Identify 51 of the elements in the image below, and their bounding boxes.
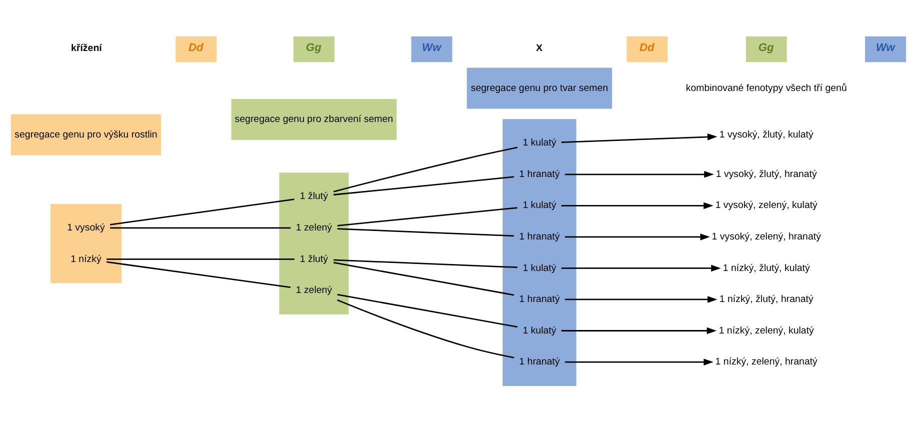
arrow <box>564 358 714 366</box>
node-text: 1 nízký, žlutý, kulatý <box>722 262 810 274</box>
node-box: segregace genu pro zbarvení semen <box>231 98 397 140</box>
node-text: 1 kulatý <box>522 262 556 274</box>
node-text: 1 vysoký, zelený, kulatý <box>715 200 818 212</box>
arrow <box>564 296 718 303</box>
node-text: 1 žlutý <box>300 191 328 202</box>
node-text: 1 vysoký, zelený, hranatý <box>712 232 821 243</box>
arrow <box>561 264 721 272</box>
arrow <box>561 134 718 144</box>
node-text: 1 hranatý <box>519 168 560 180</box>
node-text: 1 kulatý <box>522 325 556 336</box>
label: X <box>536 43 542 54</box>
node-text: 1 kulatý <box>522 138 556 149</box>
node-text: 1 hranatý <box>519 294 560 306</box>
node-box: Dd <box>626 36 668 62</box>
node-text: 1 nízký, žlutý, hranatý <box>719 294 814 306</box>
node-text: 1 vysoký, žlutý, kulatý <box>719 129 814 140</box>
connector <box>337 228 514 237</box>
node-text: 1 hranatý <box>519 356 560 368</box>
node-box: Ww <box>865 36 906 62</box>
node-box: segregace genu pro tvar semen <box>466 68 612 109</box>
connector <box>334 259 518 268</box>
node-text: 1 zelený <box>296 222 332 234</box>
node-box: segregace genu pro výšku rostlin <box>10 114 162 156</box>
node-text: 1 kulatý <box>522 200 556 212</box>
connector <box>110 227 291 229</box>
cluster <box>50 204 122 284</box>
node-text: 1 žlutý <box>300 254 328 265</box>
arrow <box>561 327 717 334</box>
connector <box>333 176 514 196</box>
arrow <box>561 202 714 210</box>
cluster <box>279 172 349 314</box>
node-text: 1 hranatý <box>519 232 560 243</box>
node-box: Ww <box>411 36 452 62</box>
connector <box>337 207 518 226</box>
node-text: 1 nízký, zelený, hranatý <box>715 356 818 368</box>
connector <box>106 258 294 260</box>
node-box: Gg <box>746 36 787 62</box>
label: kombinované fenotypy všech tří genů <box>686 82 847 94</box>
node-text: 1 vysoký, žlutý, hranatý <box>716 168 817 180</box>
node-text: 1 zelený <box>296 285 332 296</box>
node-box: Dd <box>176 36 217 62</box>
node-text: 1 nízký <box>70 254 102 265</box>
node-text: 1 nízký, zelený, kulatý <box>718 325 814 336</box>
label: křížení <box>71 43 102 54</box>
node-text: 1 vysoký <box>67 222 105 234</box>
cluster <box>502 119 576 386</box>
node-box: Gg <box>293 36 334 62</box>
arrow <box>564 170 714 178</box>
arrow <box>564 234 710 240</box>
